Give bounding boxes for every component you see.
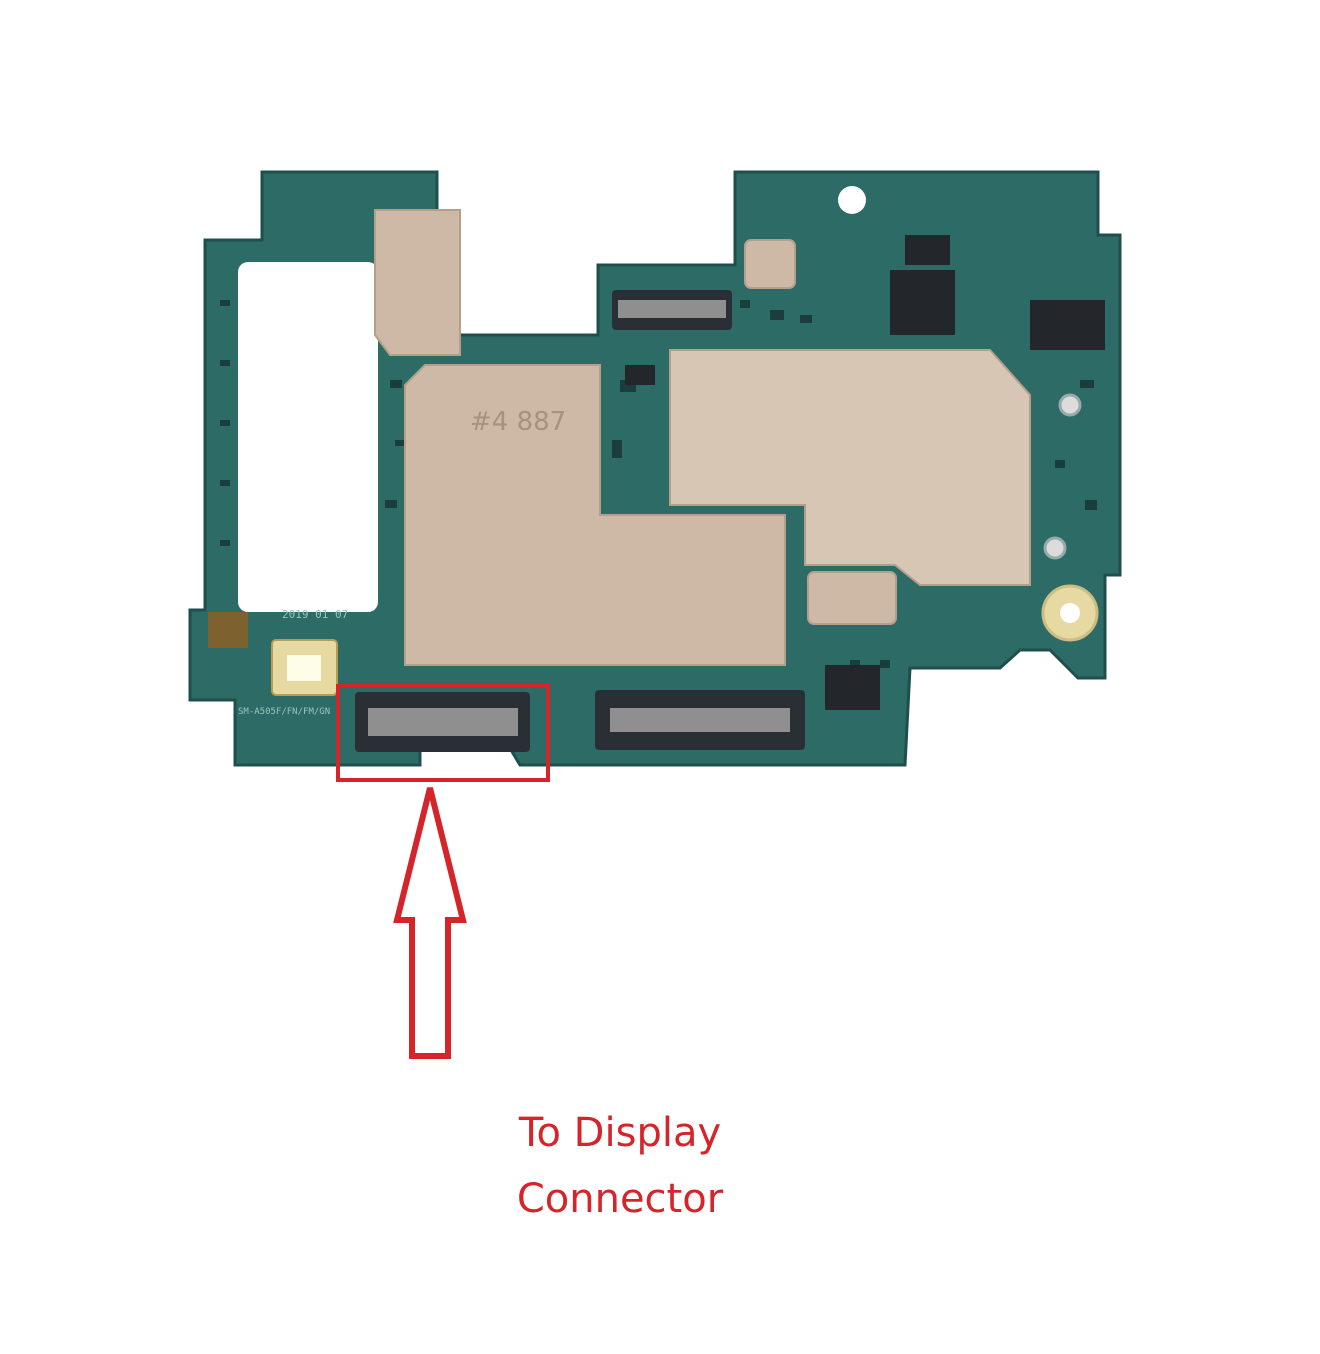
pcb-cutout-left <box>238 262 378 612</box>
date-marking: 2019 01 07 <box>282 608 348 621</box>
coax-socket <box>1043 536 1067 560</box>
shield-cans: #4 887 <box>374 209 1031 666</box>
annotation-caption: To Display Connector <box>470 1100 770 1232</box>
ic-chip <box>890 270 955 335</box>
model-marking: SM-A505F/FN/FM/GN <box>238 707 330 717</box>
shield-right <box>669 349 1031 586</box>
bottom-right-connector <box>595 690 805 750</box>
top-connector <box>612 290 732 330</box>
display-connector <box>355 692 530 752</box>
top-hole <box>838 186 866 214</box>
ic-chip <box>905 235 950 265</box>
shield-small-bottom <box>807 571 897 625</box>
qr-code <box>208 612 248 648</box>
shield-square <box>744 239 796 289</box>
flash-led-core <box>287 655 321 681</box>
highlight-box <box>336 684 550 782</box>
shield-main <box>404 364 786 666</box>
mounting-hole-center <box>1060 603 1080 623</box>
shield-text: #4 887 <box>470 407 566 437</box>
caption-line-1: To Display <box>518 1110 722 1156</box>
coax-socket <box>1058 393 1082 417</box>
up-arrow <box>393 787 467 1059</box>
ic-chip <box>625 365 655 385</box>
ic-chip <box>825 665 880 710</box>
shield-small-top <box>374 209 461 356</box>
caption-line-2: Connector <box>516 1176 724 1222</box>
ic-chip <box>1030 300 1105 350</box>
